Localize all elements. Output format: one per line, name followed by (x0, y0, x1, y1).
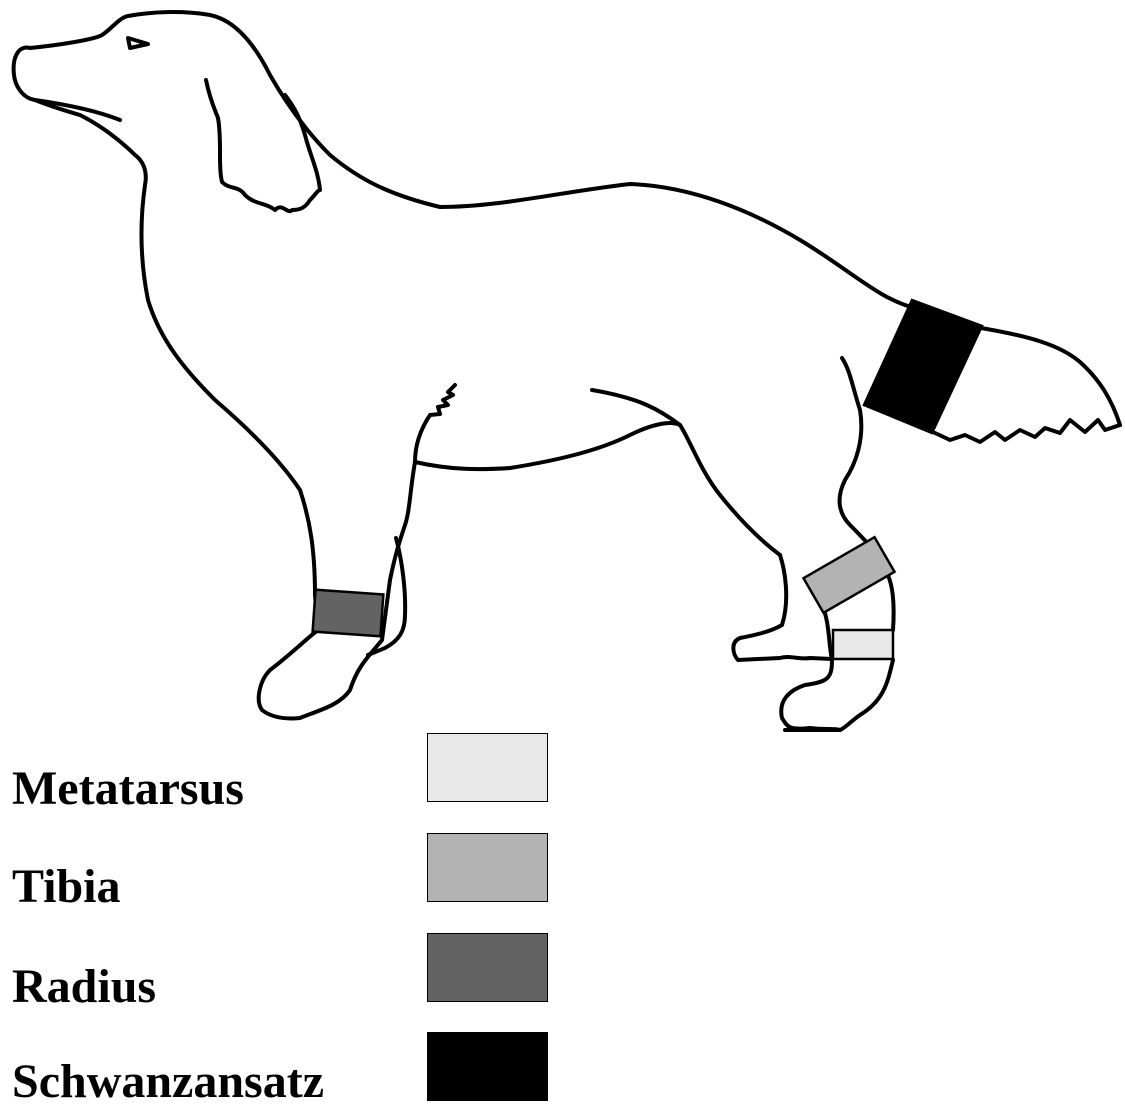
band-radius (313, 590, 384, 637)
dog-thigh-outline (592, 390, 780, 555)
legend-swatch-metatarsus (427, 733, 548, 802)
dog-elbow-outline (415, 385, 455, 462)
legend-swatch-radius (427, 933, 548, 1002)
dog-rear-leg-inner-outline (781, 604, 840, 730)
dog-tail-top-outline (975, 327, 1120, 425)
legend-label-metatarsus: Metatarsus (12, 765, 244, 813)
legend-swatch-schwanzansatz (427, 1032, 548, 1101)
dog-mouth-line (35, 100, 120, 120)
dog-back-outline (30, 12, 915, 308)
legend-swatch-tibia (427, 833, 548, 902)
band-schwanzansatz (864, 300, 982, 433)
band-metatarsus (833, 630, 893, 659)
legend-label-tibia: Tibia (12, 863, 121, 911)
band-tibia (803, 537, 894, 613)
dog-belly-outline (415, 423, 680, 469)
legend-label-radius: Radius (12, 963, 156, 1011)
dog-ear-outline (206, 80, 320, 211)
dog-hind-foot-outline (785, 660, 893, 730)
dog-snout-outline (14, 48, 315, 595)
dog-tail-fringe-outline (935, 420, 1120, 442)
legend-label-schwanzansatz: Schwanzansatz (12, 1058, 324, 1106)
dog-eye-outline (128, 38, 148, 48)
